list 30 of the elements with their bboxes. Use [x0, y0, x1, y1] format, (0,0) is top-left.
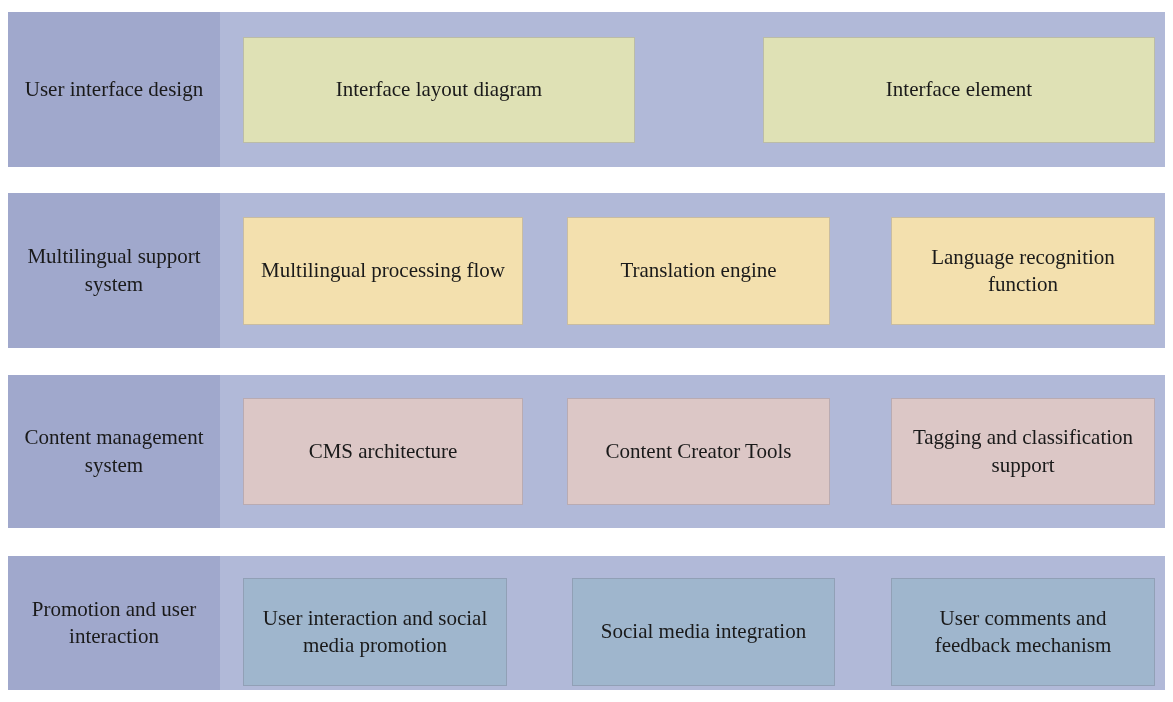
module-label: Interface layout diagram	[334, 76, 544, 104]
module-box	[243, 37, 635, 143]
layer-title: Multilingual support system	[26, 243, 202, 298]
module-label: Interface element	[884, 76, 1034, 104]
module-box	[567, 398, 830, 505]
module-label: Social media integration	[599, 618, 808, 646]
module-box	[567, 217, 830, 325]
layer-title: Content management system	[23, 424, 205, 479]
module-label: Tagging and classification support	[911, 424, 1135, 479]
module-box	[891, 578, 1155, 686]
layer-band	[8, 556, 1165, 690]
layer-band	[8, 12, 1165, 167]
module-label: Translation engine	[619, 257, 778, 285]
module-label: CMS architecture	[307, 437, 459, 465]
layer-band	[8, 193, 1165, 348]
module-label: Content Creator Tools	[604, 437, 793, 465]
module-label: Multilingual processing flow	[260, 257, 506, 285]
layer-title: User interface design	[23, 75, 205, 103]
module-box	[243, 578, 507, 686]
module-box	[763, 37, 1155, 143]
module-box	[891, 217, 1155, 325]
module-label: Language recognition function	[930, 243, 1116, 298]
module-label: User interaction and social media promotion	[261, 604, 489, 659]
module-box	[572, 578, 835, 686]
module-box	[243, 217, 523, 325]
layer-band	[8, 375, 1165, 528]
module-box	[891, 398, 1155, 505]
module-label: User comments and feedback mechanism	[933, 604, 1113, 659]
module-box	[243, 398, 523, 505]
layer-title: Promotion and user interaction	[30, 595, 198, 650]
